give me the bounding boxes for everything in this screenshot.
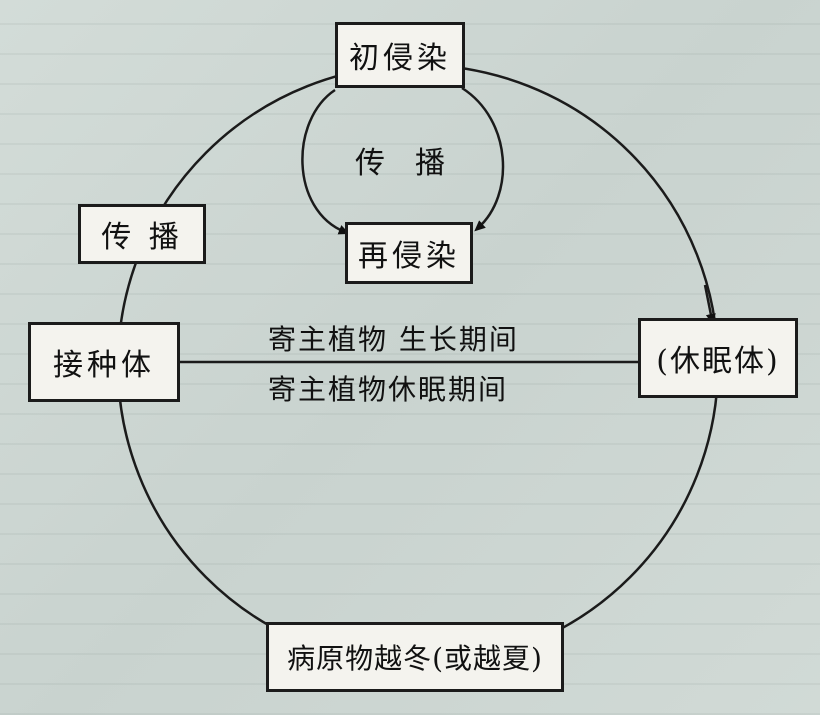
inner-loop-label: 传 播: [355, 146, 445, 181]
inner-loop-left-arc: [301, 88, 350, 235]
node-secondary-infection: 再侵染: [345, 222, 473, 284]
node-dormant-body: (休眠体): [638, 318, 798, 398]
node-spread: 传 播: [78, 204, 206, 264]
node-inoculum: 接种体: [28, 322, 180, 402]
node-overwintering: 病原物越冬(或越夏): [266, 622, 564, 692]
inner-loop-right-arc: [461, 86, 505, 232]
growth-period-label: 寄主植物 生长期间: [268, 323, 519, 356]
outer-arrow-right: [703, 284, 716, 325]
dormancy-period-label: 寄主植物休眠期间: [268, 373, 509, 406]
node-primary-infection: 初侵染: [335, 22, 465, 88]
